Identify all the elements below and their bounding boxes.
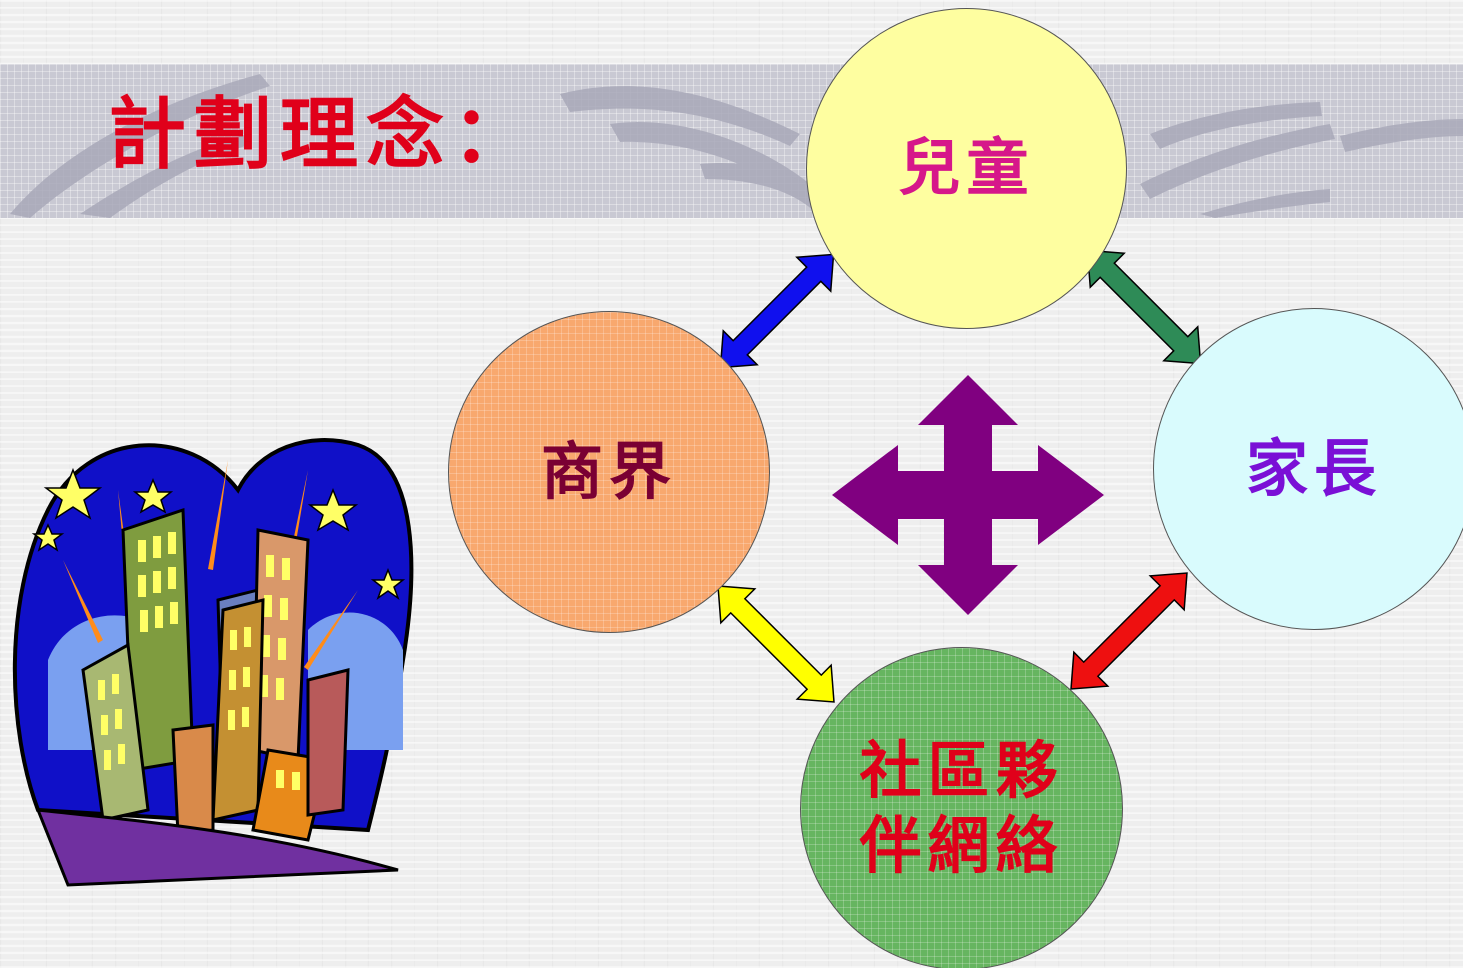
node-community-text: 社區夥 伴網絡 [859,734,1063,883]
city-buildings-icon [12,438,414,887]
banner-brush-strokes [10,74,1463,218]
arrow-parents-community [1070,572,1188,690]
node-community-label-line1: 社區夥 [859,734,1064,808]
node-community: 社區夥 伴網絡 [800,647,1123,968]
node-children-label: 兒童 [898,131,1035,205]
title-banner [0,64,1463,218]
node-parents: 家長 [1153,308,1463,630]
node-community-label-line2: 伴網絡 [859,808,1064,882]
slide-title: 計劃理念： [108,89,539,180]
node-business-label: 商界 [540,434,677,508]
arrow-business-community [717,585,835,703]
four-way-arrow-icon [832,375,1104,615]
node-children: 兒童 [806,8,1127,329]
node-parents-label: 家長 [1245,431,1382,505]
node-business: 商界 [448,311,770,633]
